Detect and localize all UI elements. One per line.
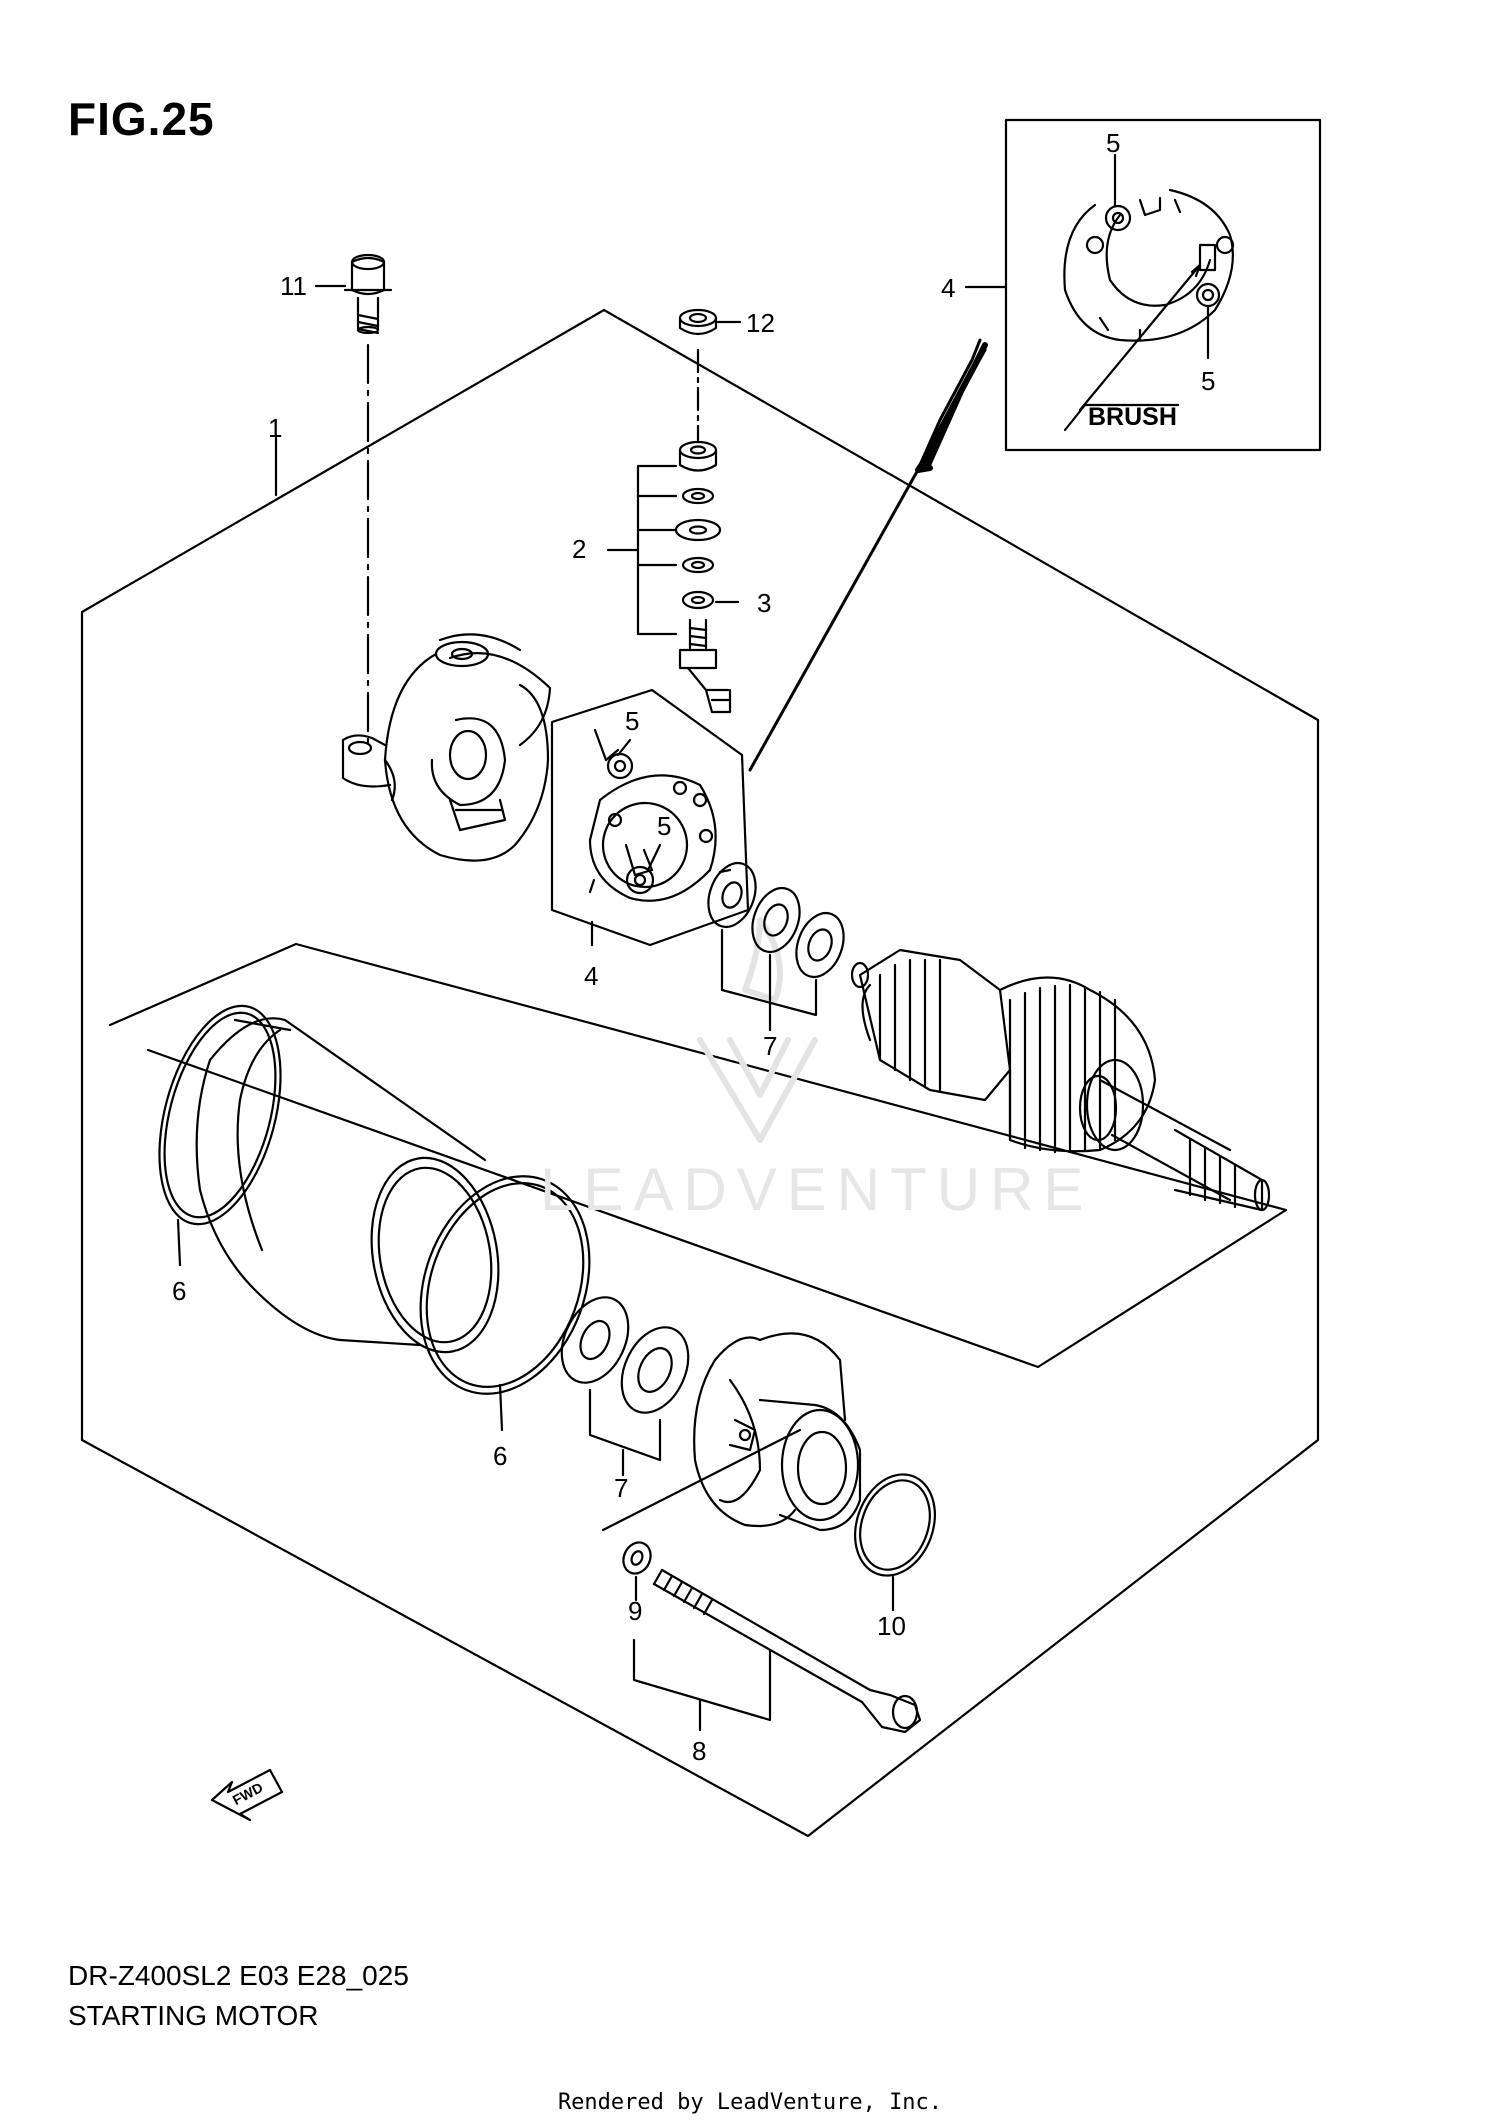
callout-10: 10 xyxy=(877,1611,906,1641)
callout-4-inset: 4 xyxy=(941,273,955,303)
washer-9 xyxy=(622,1541,652,1575)
brush-plate xyxy=(550,688,750,947)
callout-5-inset-bottom: 5 xyxy=(1201,366,1215,396)
callout-5-b: 5 xyxy=(657,811,671,841)
callout-6-left: 6 xyxy=(172,1276,186,1306)
watermark-logo xyxy=(697,917,818,1143)
figure-title: FIG.25 xyxy=(68,93,215,145)
brush-label: BRUSH xyxy=(1088,403,1177,431)
o-ring-6-right xyxy=(419,1175,591,1395)
callout-7-upper: 7 xyxy=(763,1031,777,1061)
inset-brush-holder xyxy=(1063,188,1235,432)
fwd-arrow-icon xyxy=(210,1768,284,1822)
rear-end-cap xyxy=(341,633,552,862)
armature xyxy=(850,948,1271,1212)
shim-lower-b xyxy=(620,1326,690,1414)
callout-6-right: 6 xyxy=(493,1441,507,1471)
front-end-cap xyxy=(693,1332,862,1532)
watermark-text: LEADVENTURE xyxy=(540,1156,1093,1223)
leader-6-left xyxy=(176,1218,182,1267)
assembly-boundary xyxy=(80,308,1320,1838)
callout-5-a: 5 xyxy=(625,706,639,736)
leader-5-a xyxy=(616,738,632,757)
callout-1: 1 xyxy=(268,413,282,443)
o-ring-6-left xyxy=(158,1004,282,1226)
shim-upper-c xyxy=(795,911,845,979)
subassembly-frame xyxy=(108,942,1288,1369)
callout-4-main: 4 xyxy=(584,961,598,991)
footer-credit: Rendered by LeadVenture, Inc. xyxy=(557,2090,943,2115)
nut-12 xyxy=(678,308,718,336)
callout-12: 12 xyxy=(746,308,775,338)
yoke-housing xyxy=(195,1017,500,1354)
shim-upper-a xyxy=(707,861,757,929)
callout-2: 2 xyxy=(572,534,586,564)
bracket-7-upper xyxy=(720,928,818,1032)
leader-6-right xyxy=(498,1383,504,1432)
leader-5-b xyxy=(646,843,662,872)
brush-inset-frame xyxy=(1004,118,1322,452)
model-code: DR-Z400SL2 E03 E28_025 xyxy=(68,1960,409,1991)
callout-7-lower: 7 xyxy=(614,1473,628,1503)
shim-upper-b xyxy=(751,886,801,954)
bracket-2 xyxy=(606,464,678,636)
callout-8: 8 xyxy=(692,1736,706,1766)
through-bolt-8 xyxy=(652,1568,922,1734)
callout-11: 11 xyxy=(280,271,307,301)
callout-3: 3 xyxy=(757,588,771,618)
figure-name: STARTING MOTOR xyxy=(68,2000,319,2031)
bracket-8 xyxy=(632,1638,772,1732)
bolt-11 xyxy=(343,253,393,335)
inset-pointer xyxy=(748,338,987,772)
callout-9: 9 xyxy=(628,1596,642,1626)
shim-lower-a xyxy=(560,1296,630,1384)
bracket-7-lower xyxy=(588,1388,662,1477)
callout-5-inset-top: 5 xyxy=(1106,128,1120,158)
terminal-stack xyxy=(674,440,732,714)
o-ring-10 xyxy=(854,1473,936,1577)
